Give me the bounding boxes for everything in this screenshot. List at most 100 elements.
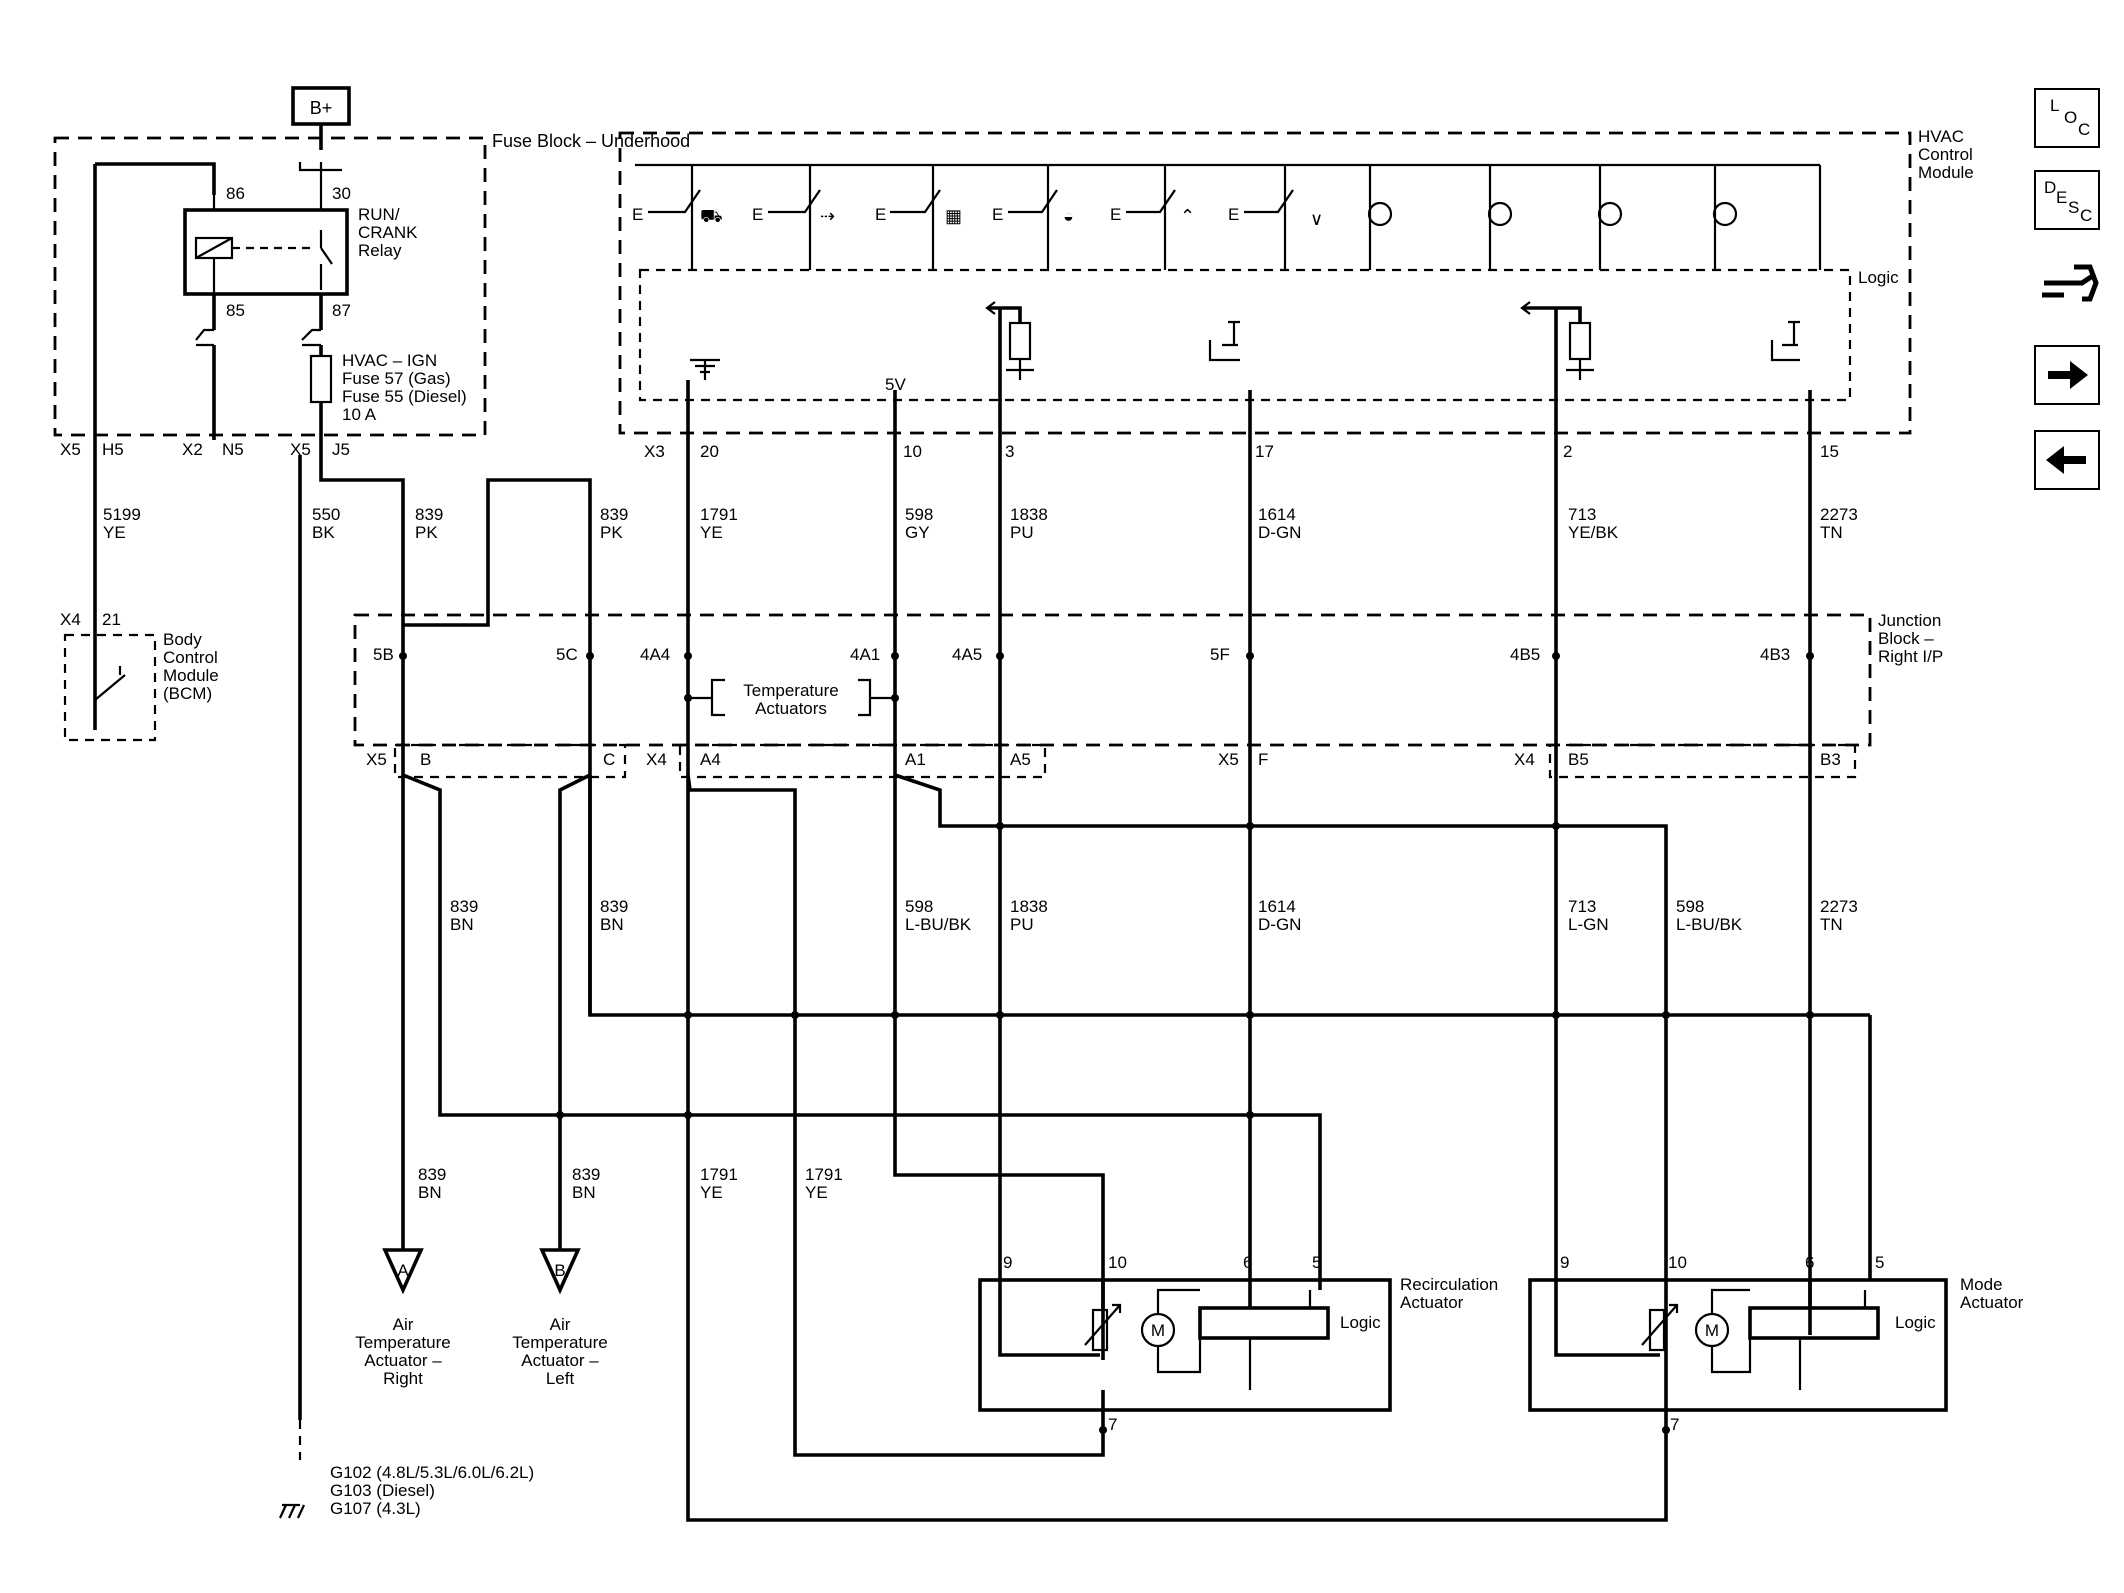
svg-text:6: 6 [1243,1253,1252,1272]
fuse-block-label: Fuse Block – Underhood [492,131,690,151]
svg-text:Logic: Logic [1895,1313,1936,1332]
svg-text:A1: A1 [905,750,926,769]
relay-pin-30: 30 [332,184,351,203]
splice-dots [556,822,1814,1434]
svg-text:A4: A4 [700,750,721,769]
battery-label: B+ [310,98,333,118]
svg-text:B: B [554,1261,565,1280]
recirc-icon: ⛟ [700,206,723,226]
prev-page-button[interactable] [2034,430,2100,490]
led-icon [1487,201,1513,227]
left-arrow-icon [2046,446,2086,474]
svg-text:15: 15 [1820,442,1839,461]
svg-text:F: F [1258,750,1268,769]
svg-text:E: E [632,205,643,224]
svg-text:E: E [992,205,1003,224]
svg-text:9: 9 [1003,1253,1012,1272]
svg-text:A: A [397,1261,409,1280]
svg-text:B3: B3 [1820,750,1841,769]
svg-text:A5: A5 [1010,750,1031,769]
svg-text:X4: X4 [646,750,667,769]
svg-text:X5: X5 [60,440,81,459]
hvac-pins: X3 20 10 3 17 2 15 [644,442,1839,461]
logic-box [638,268,1852,402]
svg-text:N5: N5 [222,440,244,459]
svg-text:2: 2 [1563,442,1572,461]
next-page-button[interactable] [2034,345,2100,405]
5v-label: 5V [885,375,906,394]
svg-text:X3: X3 [644,442,665,461]
svg-text:E: E [752,205,763,224]
svg-text:10: 10 [1108,1253,1127,1272]
svg-text:4A5: 4A5 [952,645,982,664]
svg-text:B5: B5 [1568,750,1589,769]
logic-label: Logic [1858,268,1899,287]
svg-text:X5: X5 [290,440,311,459]
svg-text:10: 10 [903,442,922,461]
bcm-connector: X4 [60,610,81,629]
svg-text:J5: J5 [332,440,350,459]
fuse-block-connectors: X5 H5 X2 N5 X5 J5 [60,440,350,459]
svg-text:4B3: 4B3 [1760,645,1790,664]
mode-select-icon: ∨ [1310,209,1323,229]
svg-text:4A1: 4A1 [850,645,880,664]
junction-pins: 5B 5C 4A4 4A1 4A5 5F 4B5 4B3 [373,645,1814,664]
svg-text:Logic: Logic [1340,1313,1381,1332]
svg-text:6: 6 [1805,1253,1814,1272]
svg-text:5C: 5C [556,645,578,664]
svg-text:9: 9 [1560,1253,1569,1272]
svg-text:E: E [875,205,886,224]
svg-text:H5: H5 [102,440,124,459]
ground-label: G102 (4.8L/5.3L/6.0L/6.2L)G103 (Diesel)G… [330,1463,534,1518]
relay-pin-86: 86 [226,184,245,203]
svg-text:C: C [603,750,615,769]
connector-view-button[interactable] [2034,255,2100,315]
svg-text:17: 17 [1255,442,1274,461]
rear-defrost-icon: ▦ [945,206,962,226]
svg-text:E: E [1110,205,1121,224]
svg-text:5F: 5F [1210,645,1230,664]
junction-bottom-connectors: X5 B C X4 A4 A1 A5 X5 F X4 B5 B3 [366,743,1857,779]
bcm-pin: 21 [102,610,121,629]
svg-text:5: 5 [1312,1253,1321,1272]
led-icon [1712,201,1738,227]
outside-air-icon: ⇢ [820,206,835,226]
hvac-module-box [618,131,1912,435]
svg-text:X5: X5 [1218,750,1239,769]
battery-supply: B+ [291,86,351,140]
svg-text:4B5: 4B5 [1510,645,1540,664]
svg-text:5: 5 [1875,1253,1884,1272]
relay-pin-87: 87 [332,301,351,320]
